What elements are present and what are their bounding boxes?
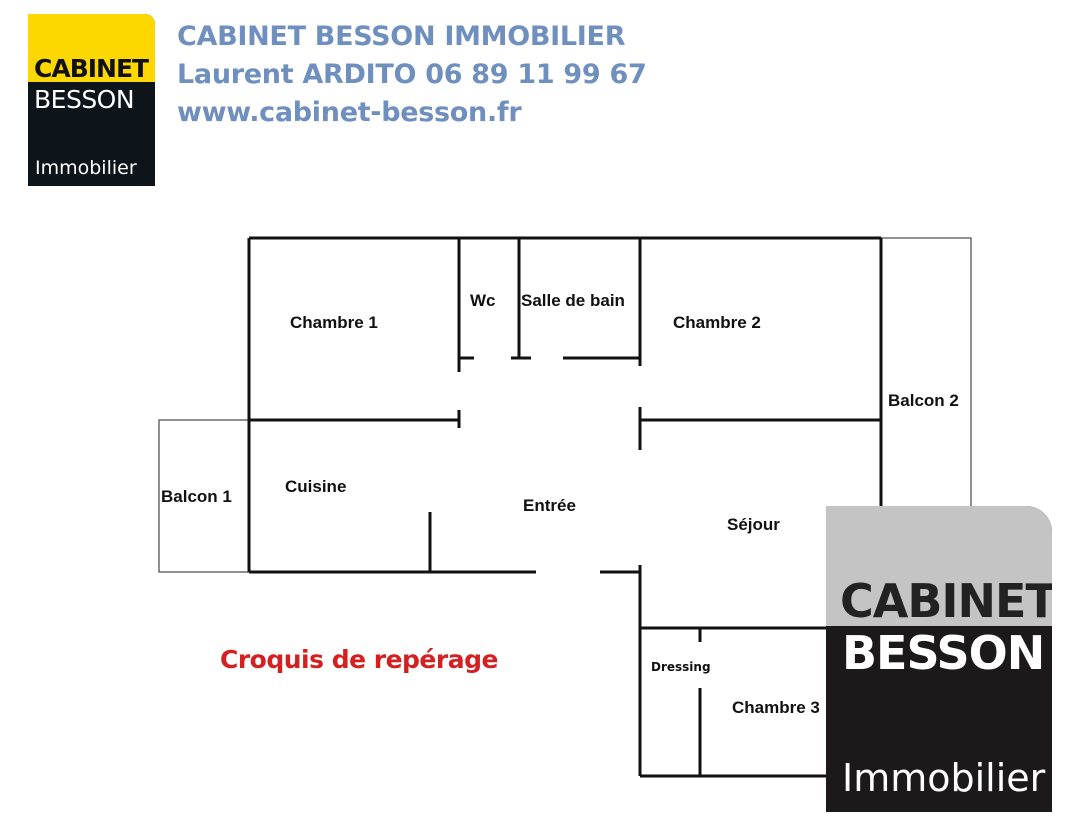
- room-entree: Entrée: [523, 496, 576, 515]
- logo-text-immobilier: Immobilier: [35, 157, 137, 179]
- room-cuisine: Cuisine: [285, 477, 347, 496]
- logo-small: CABINET BESSON Immobilier: [28, 14, 155, 186]
- company-name: CABINET BESSON IMMOBILIER: [177, 21, 626, 52]
- room-balcon1: Balcon 1: [161, 487, 232, 506]
- room-chambre3: Chambre 3: [732, 698, 820, 717]
- room-chambre1: Chambre 1: [290, 313, 378, 332]
- logo-grey-band: [826, 506, 1052, 626]
- logo-large-text-cabinet: CABINET: [840, 574, 1052, 628]
- plan-caption: Croquis de repérage: [220, 645, 498, 674]
- logo-large: CABINET BESSON Immobilier: [826, 506, 1052, 812]
- room-salle-de-bain: Salle de bain: [521, 291, 625, 310]
- room-wc: Wc: [470, 291, 496, 310]
- logo-large-text-besson: BESSON: [842, 626, 1045, 680]
- room-balcon2: Balcon 2: [888, 391, 959, 410]
- logo-text-cabinet: CABINET: [34, 54, 149, 83]
- logo-text-besson: BESSON: [34, 85, 135, 114]
- website: www.cabinet-besson.fr: [177, 97, 522, 128]
- logo-large-text-immobilier: Immobilier: [842, 756, 1046, 800]
- room-chambre2: Chambre 2: [673, 313, 761, 332]
- room-sejour: Séjour: [727, 515, 780, 534]
- header: CABINET BESSON IMMOBILIER Laurent ARDITO…: [177, 18, 647, 132]
- logo-yellow-band: [28, 14, 155, 82]
- balcon2-outline: [881, 237, 972, 506]
- room-dressing: Dressing: [651, 660, 711, 674]
- contact-line: Laurent ARDITO 06 89 11 99 67: [177, 59, 647, 90]
- walls: [247, 236, 883, 778]
